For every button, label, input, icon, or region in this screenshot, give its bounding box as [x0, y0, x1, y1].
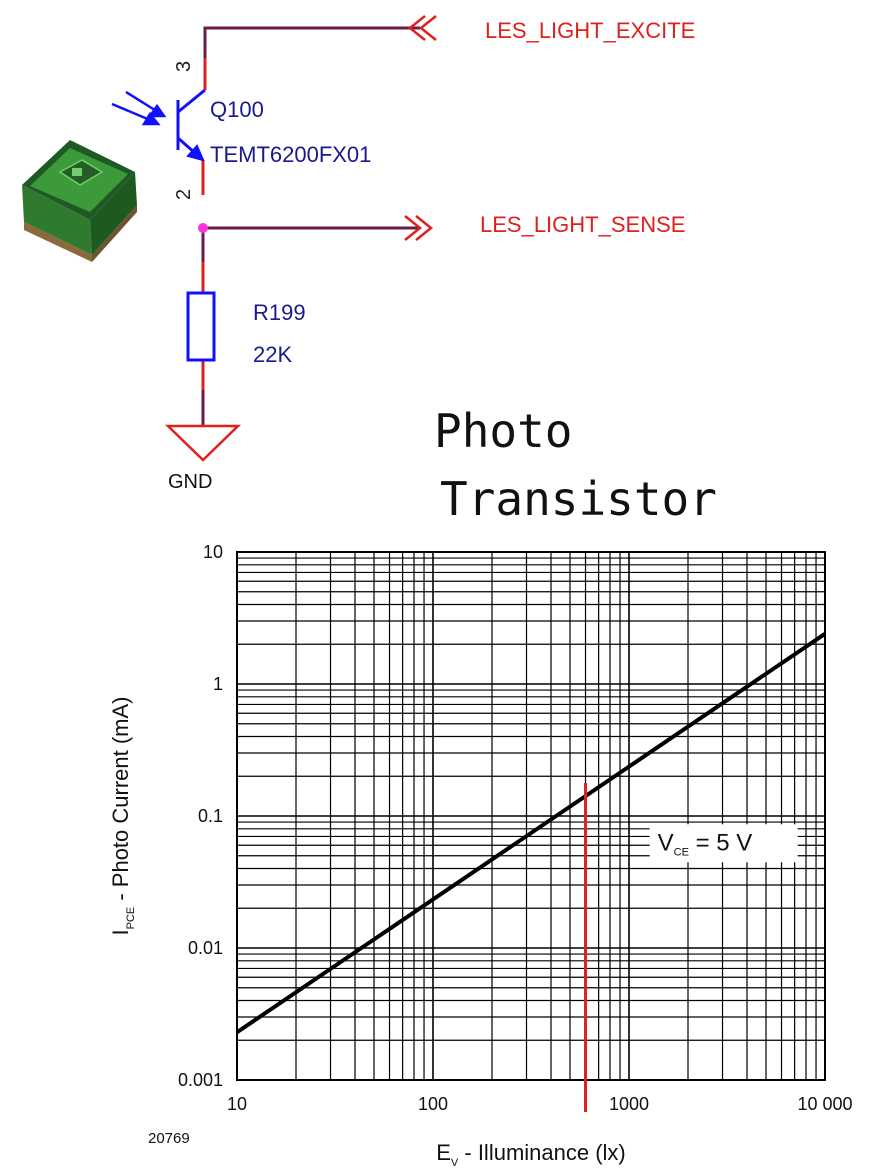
- ylabel-main: I: [108, 929, 133, 935]
- transistor-part: TEMT6200FX01: [210, 142, 371, 167]
- y-tick-label: 0.001: [178, 1070, 223, 1090]
- xlabel-sub: V: [451, 1157, 459, 1169]
- y-tick-label: 10: [203, 542, 223, 562]
- heading-line-1: Photo: [434, 404, 572, 458]
- vce-annotation-box: [649, 824, 798, 863]
- schematic-diagram: LES_LIGHT_EXCITE LES_LIGHT_SENSE 3 2 Q10…: [22, 15, 717, 526]
- vce-rest: = 5 V: [689, 829, 752, 856]
- resistor-ref: R199: [253, 300, 306, 325]
- net-label-sense: LES_LIGHT_SENSE: [480, 212, 685, 237]
- chart-grid: [236, 552, 825, 1081]
- ground-symbol: [164, 424, 242, 462]
- figure-id: 20769: [148, 1130, 190, 1147]
- light-arrow-icon: [111, 90, 167, 126]
- net-flag-excite: [407, 15, 437, 41]
- ground-label: GND: [168, 471, 212, 493]
- heading-line-2: Transistor: [440, 472, 717, 526]
- x-tick-label: 10 000: [797, 1094, 852, 1114]
- plot-frame: [236, 551, 826, 1081]
- x-tick-label: 100: [418, 1094, 448, 1114]
- resistor-symbol: [186, 291, 216, 362]
- phototransistor-symbol: [176, 88, 206, 162]
- y-tick-label: 0.01: [188, 938, 223, 958]
- pin-number-3: 3: [173, 61, 195, 72]
- x-tick-label: 10: [227, 1094, 247, 1114]
- xlabel-main: E: [436, 1140, 451, 1165]
- wire-excite: [203, 26, 420, 58]
- ylabel-rest: - Photo Current (mA): [108, 696, 133, 906]
- pin-number-2: 2: [173, 189, 195, 200]
- vce-annotation-text: VCE = 5 V: [658, 829, 753, 858]
- y-tick-label: 0.1: [198, 806, 223, 826]
- y-tick-label: 1: [213, 674, 223, 694]
- y-axis-title: IPCE - Photo Current (mA): [108, 696, 137, 935]
- resistor-value: 22K: [253, 342, 292, 367]
- y-tick-labels: 10 1 0.1 0.01 0.001: [178, 542, 223, 1090]
- x-tick-label: 1000: [609, 1094, 649, 1114]
- net-flag-sense: [404, 215, 434, 241]
- smd-photo-transistor-package-icon: [22, 140, 137, 262]
- wires: [201, 26, 420, 426]
- x-tick-labels: 10 100 1000 10 000: [227, 1094, 853, 1114]
- junction-dot: [198, 223, 208, 233]
- transistor-ref: Q100: [210, 97, 264, 122]
- ylabel-sub: PCE: [125, 907, 137, 930]
- x-axis-title: EV - Illuminance (lx): [436, 1140, 626, 1169]
- vce-annotation: VCE = 5 V: [649, 824, 798, 863]
- vce-main: V: [658, 829, 674, 856]
- net-label-excite: LES_LIGHT_EXCITE: [485, 18, 695, 43]
- series-line: [235, 632, 827, 1034]
- xlabel-rest: - Illuminance (lx): [458, 1140, 625, 1165]
- vce-sub: CE: [674, 846, 689, 858]
